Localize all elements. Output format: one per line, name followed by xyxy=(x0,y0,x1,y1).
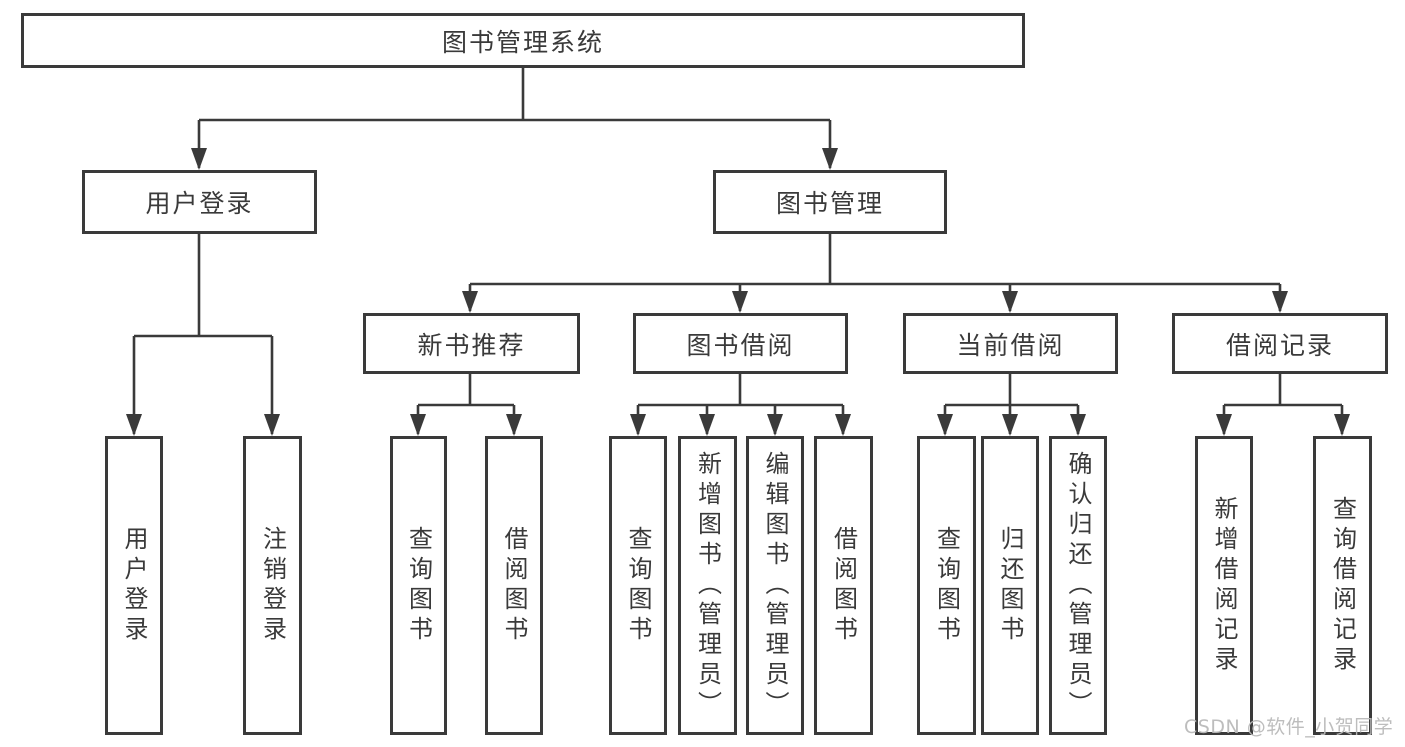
leaf-query-books-2-label: 查询图书 xyxy=(624,525,652,646)
leaf-query-books-3-label: 查询图书 xyxy=(932,525,961,646)
leaf-confirm-return-admin: 确认归还（管理员） xyxy=(1049,436,1107,735)
node-book-borrowing: 图书借阅 xyxy=(633,313,848,374)
leaf-edit-books-admin: 编辑图书（管理员） xyxy=(746,436,804,735)
leaf-confirm-return-admin-label: 确认归还（管理员） xyxy=(1064,450,1092,721)
leaf-logout: 注销登录 xyxy=(243,436,302,735)
node-current-borrowing-label: 当前借阅 xyxy=(956,330,1065,360)
leaf-return-books: 归还图书 xyxy=(981,436,1039,735)
node-book-management-label: 图书管理 xyxy=(775,189,884,218)
leaf-borrow-books-1-label: 借阅图书 xyxy=(500,525,528,646)
leaf-edit-books-admin-label: 编辑图书（管理员） xyxy=(761,450,789,721)
leaf-query-borrow-record: 查询借阅记录 xyxy=(1313,436,1372,735)
leaf-query-books-1: 查询图书 xyxy=(390,436,447,735)
node-book-management-module: 图书管理 xyxy=(713,170,947,234)
node-new-book-recommend: 新书推荐 xyxy=(363,313,580,374)
node-current-borrowing: 当前借阅 xyxy=(903,313,1118,374)
node-new-book-recommend-label: 新书推荐 xyxy=(417,330,526,360)
leaf-query-borrow-record-label: 查询借阅记录 xyxy=(1328,495,1357,676)
leaf-borrow-books-1: 借阅图书 xyxy=(485,436,543,735)
node-user-login-module: 用户登录 xyxy=(82,170,317,234)
leaf-user-login-label: 用户登录 xyxy=(120,525,148,646)
leaf-add-borrow-record: 新增借阅记录 xyxy=(1195,436,1253,735)
leaf-add-borrow-record-label: 新增借阅记录 xyxy=(1210,495,1238,676)
leaf-return-books-label: 归还图书 xyxy=(996,525,1024,646)
node-root-label: 图书管理系统 xyxy=(441,27,604,57)
node-user-login-label: 用户登录 xyxy=(145,189,254,218)
arrowhead-icons xyxy=(126,148,1350,436)
leaf-borrow-books-2: 借阅图书 xyxy=(814,436,873,735)
node-borrowing-records-label: 借阅记录 xyxy=(1225,330,1334,360)
leaf-query-books-1-label: 查询图书 xyxy=(404,525,433,646)
leaf-borrow-books-2-label: 借阅图书 xyxy=(829,525,858,646)
node-book-borrowing-label: 图书借阅 xyxy=(686,330,795,360)
node-root-system: 图书管理系统 xyxy=(21,13,1025,68)
node-borrowing-records: 借阅记录 xyxy=(1172,313,1388,374)
leaf-query-books-2: 查询图书 xyxy=(609,436,667,735)
leaf-query-books-3: 查询图书 xyxy=(917,436,976,735)
watermark-text: CSDN @软件_小贺同学 xyxy=(1184,716,1394,738)
leaf-user-login: 用户登录 xyxy=(105,436,163,735)
leaf-add-books-admin: 新增图书（管理员） xyxy=(678,436,737,735)
leaf-add-books-admin-label: 新增图书（管理员） xyxy=(693,450,722,721)
leaf-logout-label: 注销登录 xyxy=(258,525,287,646)
